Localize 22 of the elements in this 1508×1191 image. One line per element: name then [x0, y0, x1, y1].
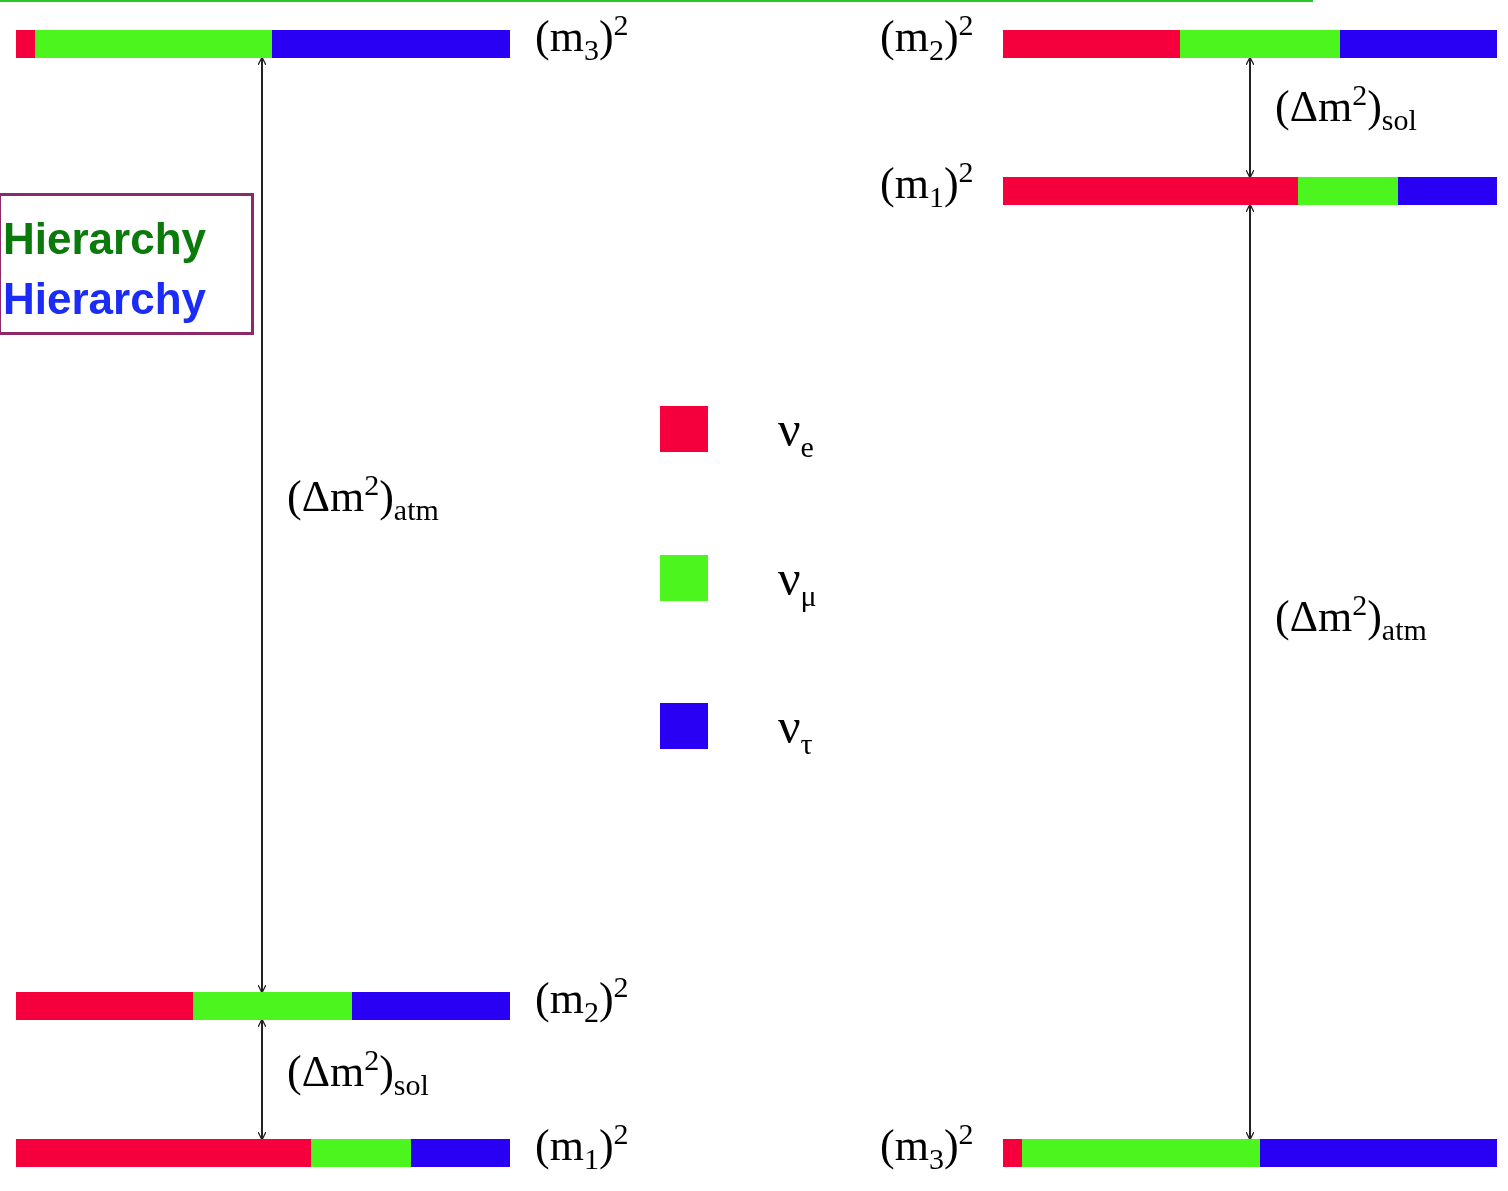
mass-label: (m$_{2}$)$^{2}$	[535, 972, 629, 1028]
legend-label: ν$_{e}$	[778, 404, 814, 462]
mass-level-bar	[16, 992, 510, 1020]
mass-label: (m$_{1}$)$^{2}$	[880, 157, 974, 213]
legend-label: ν$_{τ}$	[778, 701, 813, 759]
label-box	[0, 193, 254, 335]
legend-label: ν$_{μ}$	[778, 553, 817, 611]
double-arrow	[1245, 56, 1255, 179]
mass-label: (m$_{1}$)$^{2}$	[535, 1119, 629, 1175]
mass-level-bar	[16, 1139, 510, 1167]
mass-label: (m$_{3}$)$^{2}$	[535, 10, 629, 66]
hierarchy-label: Hierarchy	[3, 214, 206, 264]
mass-level-bar	[1003, 30, 1497, 58]
double-arrow	[1245, 203, 1255, 1141]
double-arrow	[257, 1018, 267, 1141]
mass-level-bar	[16, 30, 510, 58]
mass-label: (m$_{2}$)$^{2}$	[880, 10, 974, 66]
mass-level-bar	[1003, 1139, 1497, 1167]
mass-label: (m$_{3}$)$^{2}$	[880, 1119, 974, 1175]
mass-level-bar	[1003, 177, 1497, 205]
hierarchy-label: Hierarchy	[3, 274, 206, 324]
double-arrow	[257, 56, 267, 994]
